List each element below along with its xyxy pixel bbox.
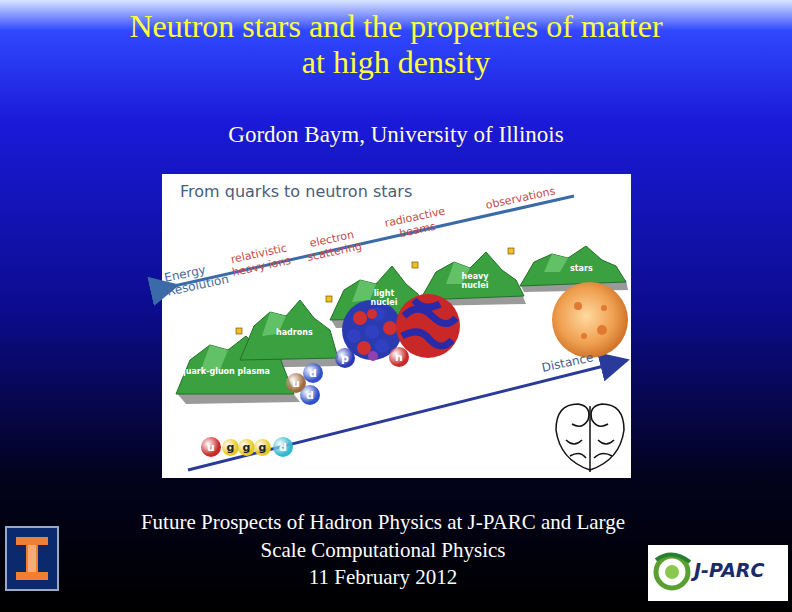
- particle-ball: g: [238, 439, 255, 456]
- particle-ball: d: [300, 385, 320, 405]
- hill-label: stars: [570, 264, 610, 273]
- hill-label: light nuclei: [364, 289, 404, 307]
- panel-heading: From quarks to neutron stars: [180, 182, 412, 201]
- particle-ball: d: [303, 363, 323, 383]
- neutron-star: [552, 282, 628, 358]
- particle-letter: p: [341, 352, 349, 365]
- logo-text: J-PARC: [694, 560, 786, 582]
- vignette-drawing: [556, 404, 624, 472]
- star-spots: [574, 302, 607, 339]
- slide-title: Neutron stars and the properties of matt…: [116, 8, 676, 80]
- pion-ball: [368, 351, 378, 361]
- energy-arrow: [174, 196, 574, 286]
- event-name: Future Prospects of Hadron Physics at J-…: [128, 508, 638, 564]
- particle-ball: n: [389, 347, 409, 367]
- particle-letter: g: [227, 441, 235, 454]
- panel-ground: [162, 174, 631, 478]
- particle-letter: u: [292, 377, 300, 390]
- hill-label: hadrons: [276, 328, 336, 337]
- particle-ball: g: [222, 439, 239, 456]
- particle-letter: u: [207, 441, 215, 454]
- event-date: 11 February 2012: [233, 563, 533, 591]
- particle-letter: n: [395, 351, 403, 364]
- particle-letter: g: [243, 441, 251, 454]
- heavy-nucleus: [396, 294, 460, 358]
- particle-ball: g: [254, 439, 271, 456]
- particle-letter: d: [306, 389, 314, 402]
- particle-ball: u: [201, 437, 221, 457]
- particle-letter: g: [259, 441, 267, 454]
- jparc-logo: [648, 545, 788, 601]
- illinois-logo: [6, 527, 58, 590]
- hill-label: quark-gluon plasma: [180, 367, 280, 376]
- particle-ball: d: [273, 437, 293, 457]
- hill-label: heavy nuclei: [455, 272, 495, 290]
- author-line: Gordon Baym, University of Illinois: [96, 122, 696, 148]
- particle-ball: p: [335, 348, 355, 368]
- particle-letter: d: [309, 367, 317, 380]
- particle-letter: d: [279, 441, 287, 454]
